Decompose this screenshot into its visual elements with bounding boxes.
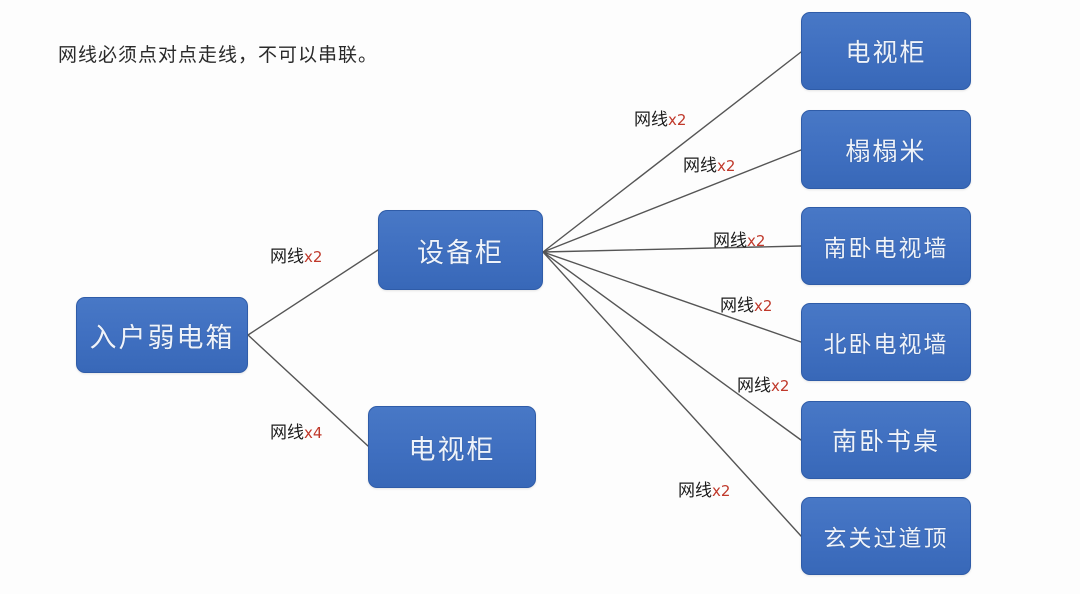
edge-cable-type: 网线 — [678, 481, 712, 501]
node-target-tatami[interactable]: 榻榻米 — [801, 110, 971, 189]
node-label: 南卧电视墙 — [823, 236, 949, 262]
edge-label-hub-to-target-6: 网线x2 — [678, 476, 730, 501]
node-entry-weak-current-box[interactable]: 入户弱电箱 — [76, 297, 248, 373]
edge-label-source-to-hub: 网线x2 — [270, 242, 322, 267]
node-label: 入户弱电箱 — [89, 322, 235, 354]
edge-cable-type: 网线 — [737, 376, 771, 396]
edge-cable-type: 网线 — [720, 296, 754, 316]
edge-cable-count: x2 — [304, 248, 323, 266]
node-label: 榻榻米 — [845, 136, 927, 166]
edge-label-hub-to-target-2: 网线x2 — [683, 151, 735, 176]
node-label: 南卧书桌 — [831, 427, 940, 456]
diagram-note: 网线必须点对点走线，不可以串联。 — [58, 44, 379, 66]
edge-cable-type: 网线 — [713, 231, 747, 251]
edge-label-hub-to-target-5: 网线x2 — [737, 371, 789, 396]
edge-cable-count: x2 — [754, 297, 773, 315]
edge-cable-count: x2 — [668, 111, 687, 129]
node-label: 电视柜 — [408, 434, 496, 466]
node-label: 玄关过道顶 — [823, 526, 949, 552]
node-target-south-bedroom-desk[interactable]: 南卧书桌 — [801, 401, 971, 479]
edge-cable-type: 网线 — [683, 156, 717, 176]
node-label: 电视柜 — [845, 38, 927, 67]
edge-label-hub-to-target-3: 网线x2 — [713, 226, 765, 251]
node-label: 设备柜 — [417, 237, 504, 269]
line-hub-to-target-3 — [542, 245, 802, 253]
node-equipment-cabinet[interactable]: 设备柜 — [378, 210, 543, 290]
line-source-to-tvcabinet — [247, 334, 369, 447]
edge-label-source-to-tvcabinet: 网线x4 — [270, 418, 322, 443]
line-hub-to-target-2 — [542, 149, 802, 253]
line-hub-to-target-1 — [542, 51, 802, 253]
edge-cable-count: x4 — [304, 424, 323, 442]
edge-cable-type: 网线 — [270, 423, 304, 443]
line-hub-to-target-5 — [542, 251, 802, 441]
edge-cable-count: x2 — [747, 232, 766, 250]
line-hub-to-target-4 — [542, 251, 802, 343]
node-target-north-bedroom-tv-wall[interactable]: 北卧电视墙 — [801, 303, 971, 381]
node-target-entrance-corridor-ceiling[interactable]: 玄关过道顶 — [801, 497, 971, 575]
node-target-south-bedroom-tv-wall[interactable]: 南卧电视墙 — [801, 207, 971, 285]
node-label: 北卧电视墙 — [823, 332, 949, 358]
edge-cable-count: x2 — [712, 482, 731, 500]
edge-cable-count: x2 — [771, 377, 790, 395]
line-source-to-hub — [247, 249, 379, 336]
edge-label-hub-to-target-4: 网线x2 — [720, 291, 772, 316]
edge-cable-type: 网线 — [634, 110, 668, 130]
node-tv-cabinet-secondary[interactable]: 电视柜 — [368, 406, 536, 488]
node-target-tv-cabinet[interactable]: 电视柜 — [801, 12, 971, 90]
line-hub-to-target-6 — [542, 251, 802, 537]
edge-cable-type: 网线 — [270, 247, 304, 267]
edge-cable-count: x2 — [717, 157, 736, 175]
edge-label-hub-to-target-1: 网线x2 — [634, 105, 686, 130]
